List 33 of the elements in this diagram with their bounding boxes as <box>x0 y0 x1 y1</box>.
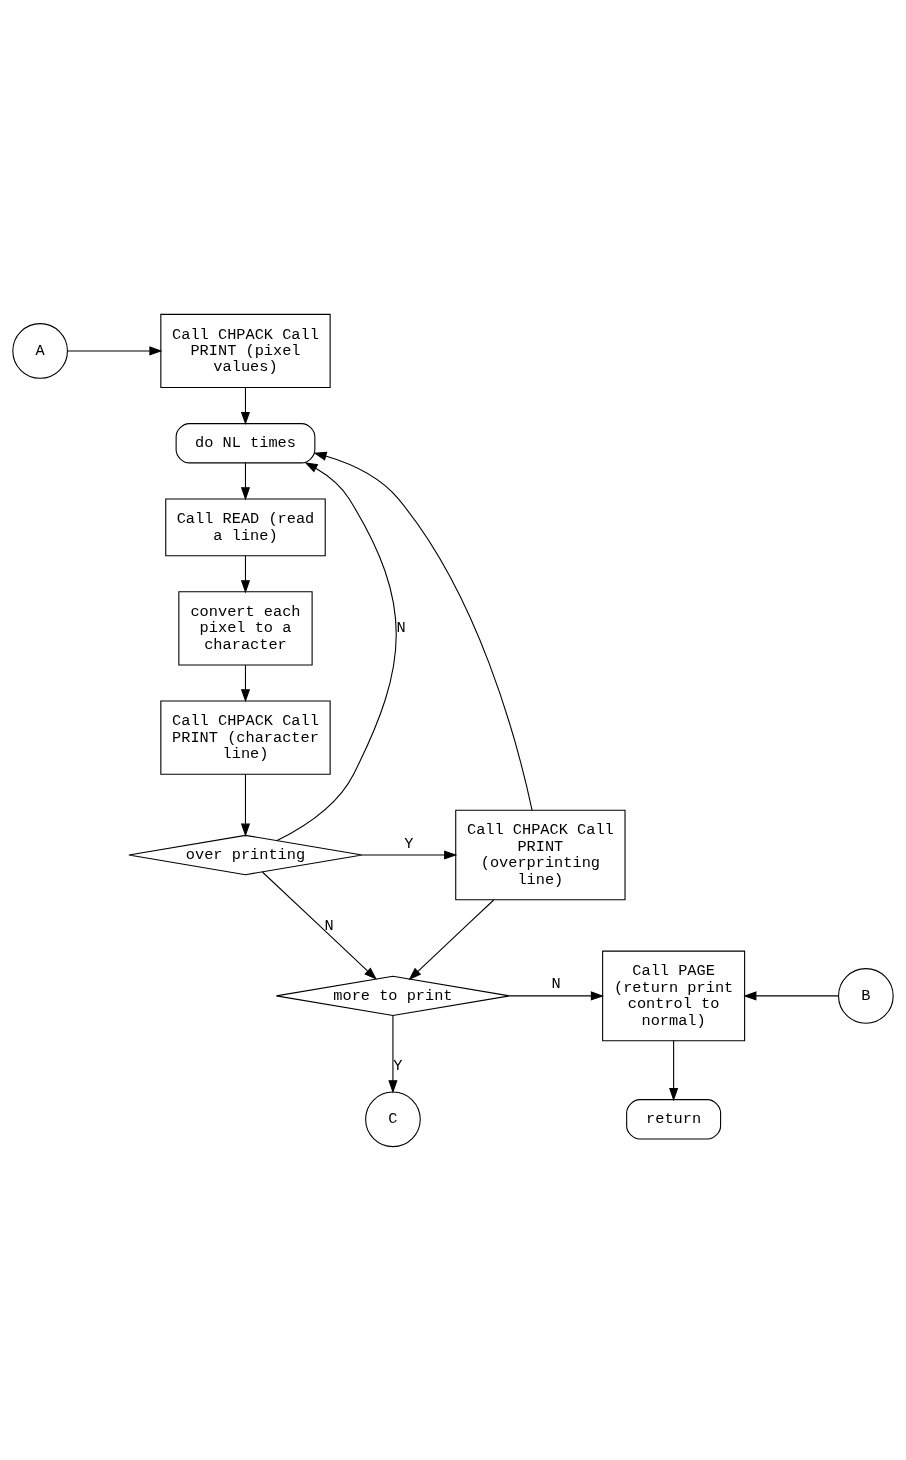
arrow <box>509 990 604 1000</box>
arrow <box>240 386 251 425</box>
node-box: Call CHPACK Call PRINT (pixel values) <box>160 313 331 388</box>
edge-label: N <box>396 618 406 637</box>
edge-label: N <box>324 916 334 934</box>
node-box: do NL times <box>175 422 316 463</box>
node-diamond: over printing <box>128 834 363 875</box>
node-diamond: more to print <box>275 975 511 1016</box>
node-box: Call CHPACK Call PRINT (overprinting line) <box>455 809 626 900</box>
node-circle: A <box>12 322 68 379</box>
node-circle: B <box>838 967 894 1024</box>
arrow <box>743 990 839 1000</box>
arrow <box>408 898 495 980</box>
arrow <box>276 461 397 841</box>
edge-label: N <box>551 974 561 993</box>
edge-label: Y <box>404 834 414 853</box>
node-circle: C <box>365 1090 421 1147</box>
node-box: return <box>626 1098 722 1140</box>
node-box: Call READ (read a line) <box>165 497 326 556</box>
node-box: Call CHPACK Call PRINT (character line) <box>160 699 331 775</box>
arrow <box>240 461 251 500</box>
arrow <box>669 1039 679 1101</box>
node-box: convert each pixel to a character <box>178 590 313 665</box>
arrow <box>240 664 251 702</box>
arrow <box>361 849 458 860</box>
arrow <box>261 870 377 980</box>
arrow <box>313 451 533 811</box>
arrow <box>67 345 163 356</box>
arrow <box>388 1014 398 1093</box>
arrow <box>240 773 251 837</box>
arrow <box>240 554 251 593</box>
node-box: Call PAGE (return print control to normal) <box>602 950 746 1041</box>
edge-label: Y <box>393 1056 403 1075</box>
